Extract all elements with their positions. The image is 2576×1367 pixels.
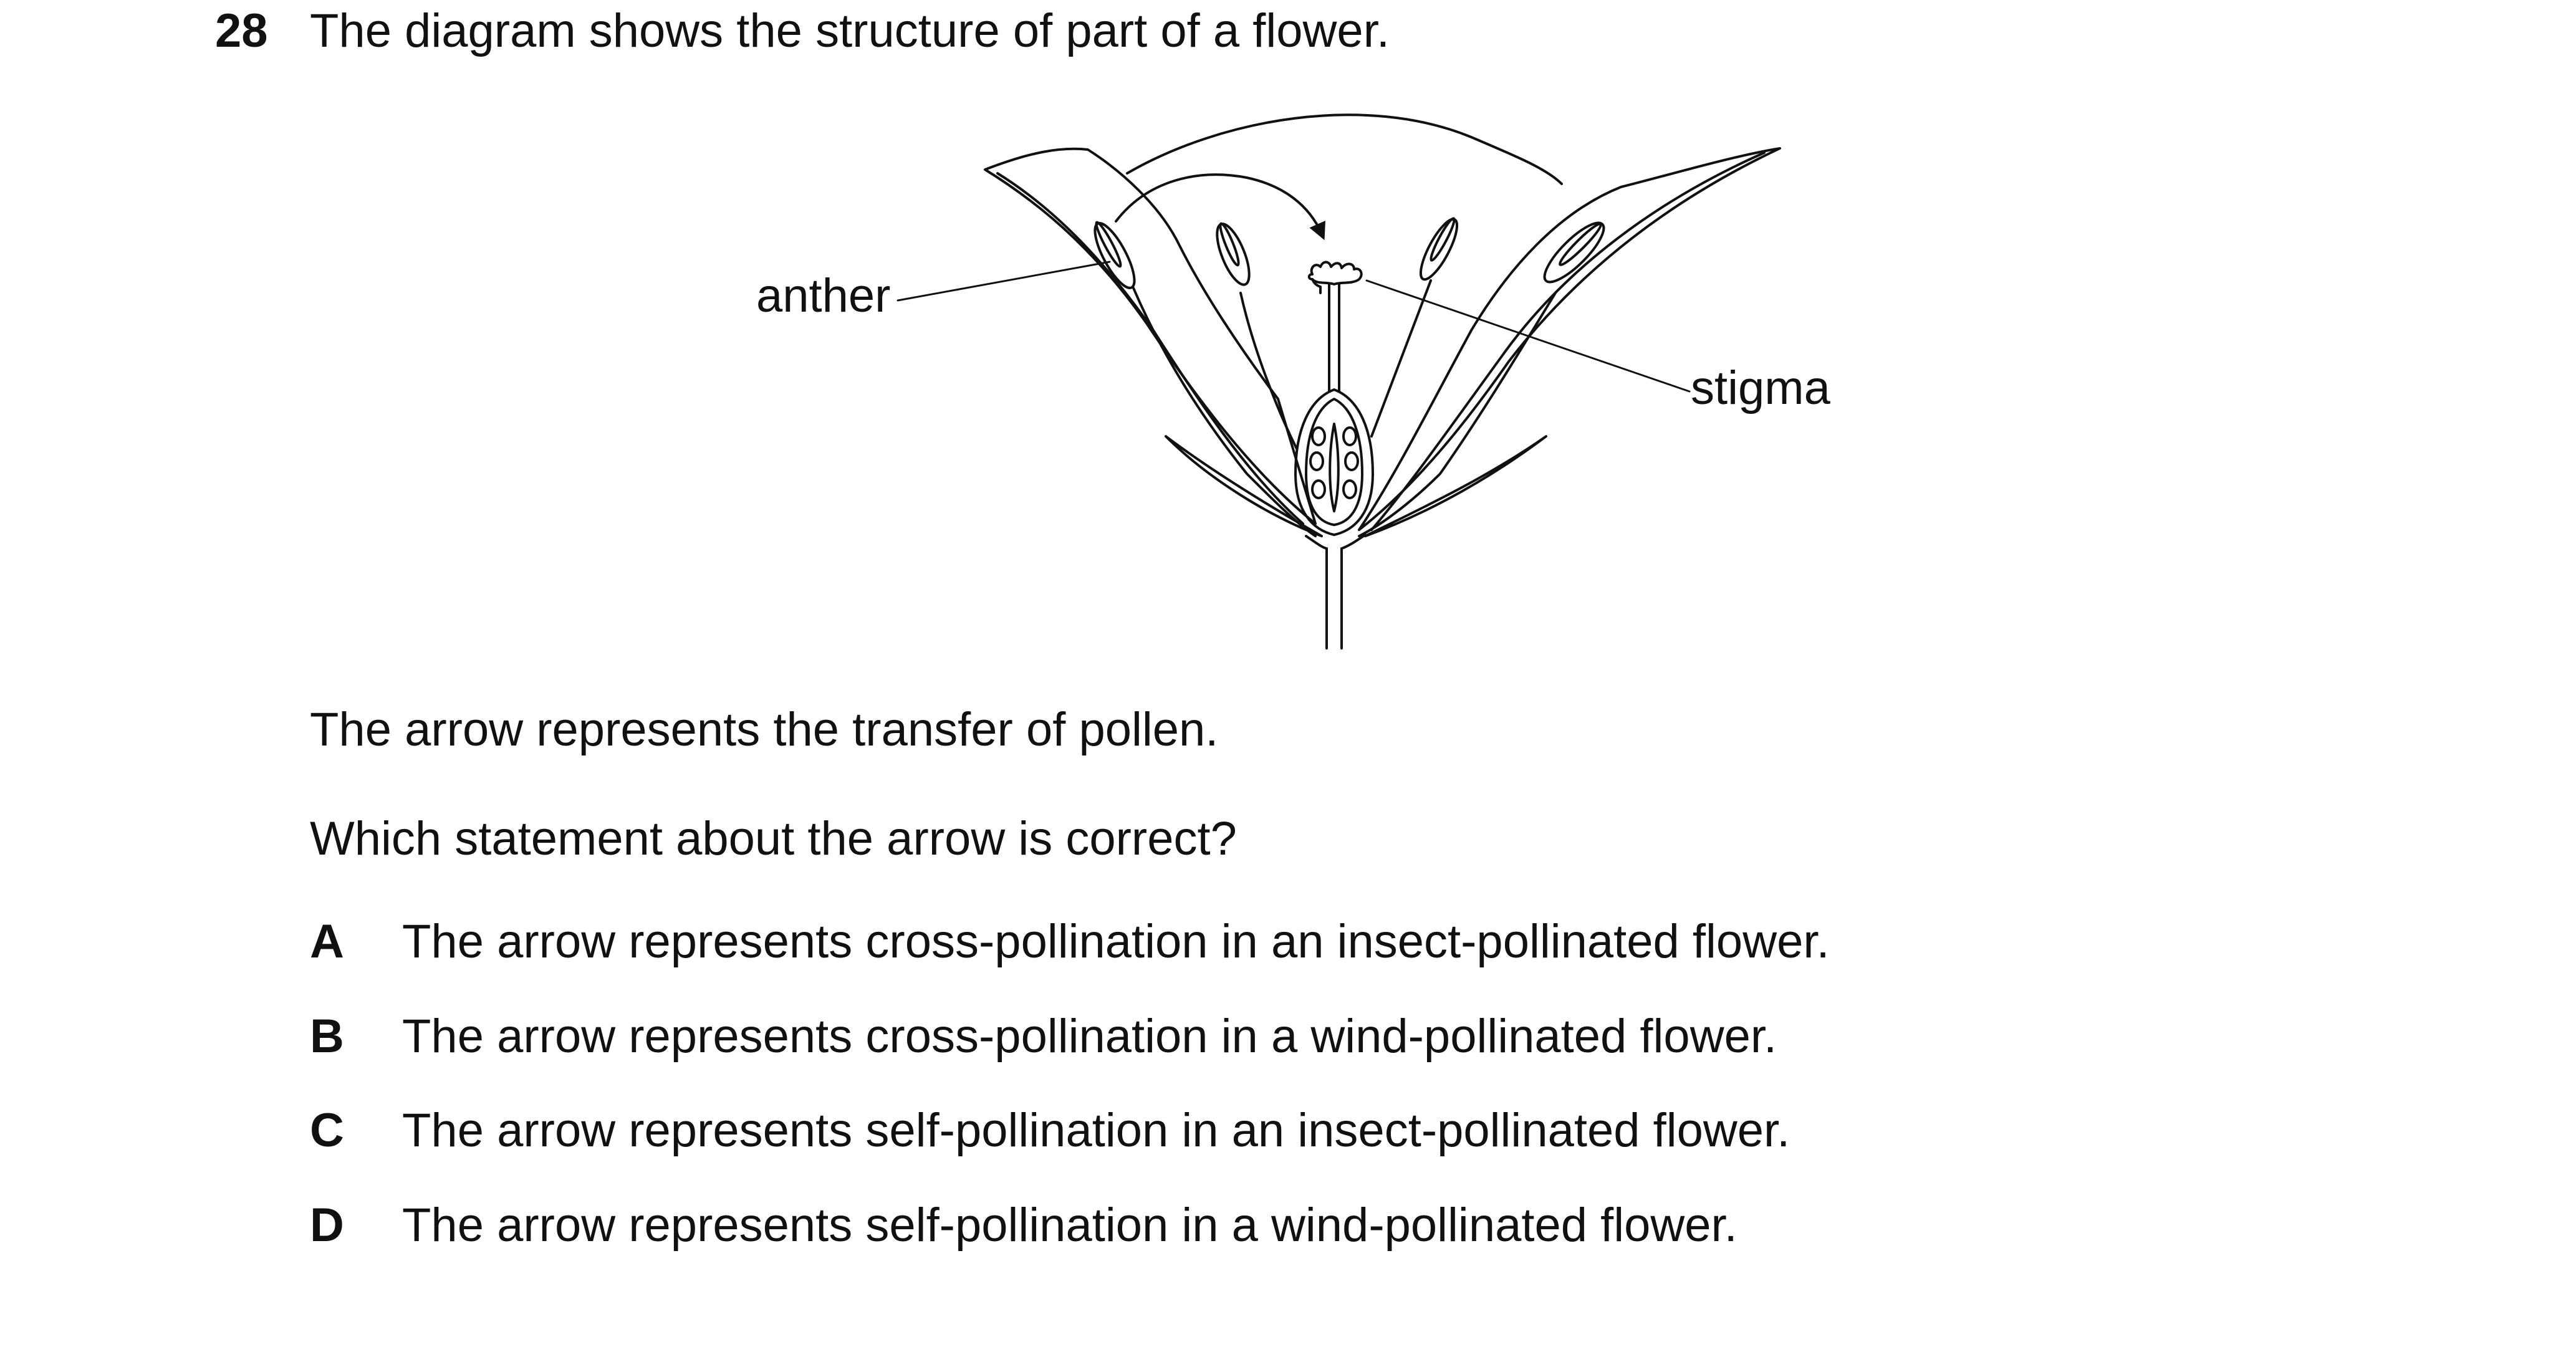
- option-text: The arrow represents cross-pollination i…: [402, 915, 1830, 968]
- filament: [1358, 292, 1557, 537]
- option-letter: B: [310, 1010, 344, 1063]
- stigma-left-hook: [1311, 278, 1322, 294]
- anther-leader-line: [896, 261, 1111, 302]
- left-sepal: [1165, 435, 1323, 537]
- ovule: [1342, 479, 1357, 499]
- ovary-inner: [1305, 398, 1363, 526]
- anther-right: [1543, 221, 1605, 284]
- stigma-label: stigma: [1691, 362, 1831, 415]
- ovary: [1294, 388, 1374, 536]
- stalk: [1325, 547, 1343, 650]
- question-prompt: Which statement about the arrow is corre…: [310, 812, 1237, 865]
- right-petal: [1358, 147, 1781, 531]
- option-text: The arrow represents self-pollination in…: [402, 1199, 1737, 1252]
- option-letter: C: [310, 1104, 344, 1157]
- ovule: [1342, 426, 1357, 446]
- ovule: [1309, 451, 1324, 471]
- back-petal: [1126, 113, 1563, 185]
- option-text: The arrow represents self-pollination in…: [402, 1104, 1790, 1157]
- right-petal-inner: [1370, 151, 1766, 531]
- anther-centre-right: [1419, 217, 1459, 281]
- option-letter: D: [310, 1199, 344, 1252]
- style: [1328, 282, 1340, 393]
- anther-label: anther: [756, 269, 891, 322]
- receptacle: [1305, 534, 1367, 550]
- ovule: [1311, 426, 1326, 446]
- left-petal: [984, 147, 1317, 525]
- pollen-transfer-arrow: [1115, 173, 1325, 241]
- option-letter: A: [310, 915, 344, 968]
- filament: [1239, 292, 1298, 450]
- option-text: The arrow represents cross-pollination i…: [402, 1010, 1777, 1063]
- anther-centre-left: [1216, 222, 1251, 286]
- pollen-statement: The arrow represents the transfer of pol…: [310, 703, 1219, 756]
- flower-diagram: anther stigma: [756, 113, 1831, 650]
- ovule: [1344, 451, 1359, 471]
- stigma-lobes: [1307, 261, 1363, 285]
- stigma-leader-line: [1365, 279, 1691, 393]
- anther-left: [1093, 221, 1136, 289]
- question-number: 28: [215, 4, 268, 57]
- ovule: [1311, 479, 1326, 499]
- filament: [1370, 279, 1432, 438]
- question-stem: The diagram shows the structure of part …: [310, 4, 1390, 57]
- filament: [1132, 287, 1317, 537]
- ovary-centre: [1329, 423, 1340, 512]
